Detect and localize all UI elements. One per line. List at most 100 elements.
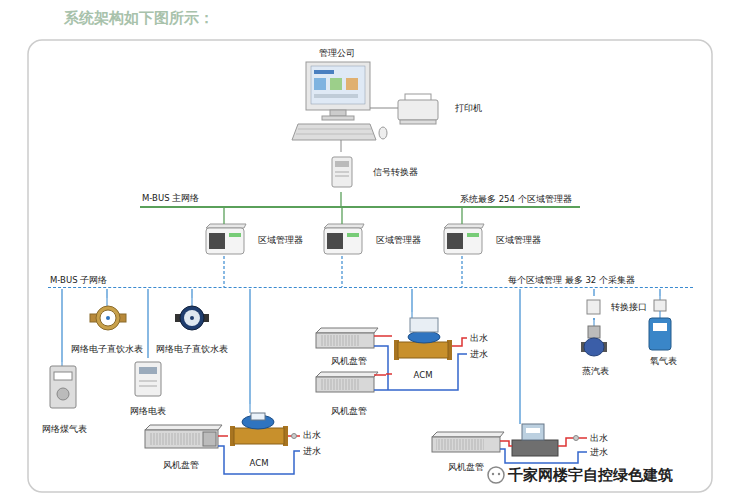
water-meter-icon	[90, 298, 126, 330]
computer-icon	[292, 62, 387, 148]
water-meter-icon	[175, 298, 209, 330]
fan-coil-icon	[436, 439, 484, 450]
pipe	[218, 435, 222, 437]
oxygen-meter-icon	[660, 296, 661, 300]
node-label: ACM	[250, 458, 269, 468]
electric-meter-icon	[139, 367, 157, 374]
fan-coil-icon	[316, 328, 378, 348]
pipe-label: 出水	[590, 433, 608, 443]
pipe	[374, 336, 467, 390]
zone-manager-icon	[327, 233, 343, 249]
node-label: M-BUS 主网络	[142, 193, 199, 203]
printer-icon	[392, 108, 398, 109]
printer-icon	[392, 94, 438, 124]
sub-bus-wire	[106, 289, 107, 298]
node-label: 区域管理器	[258, 235, 303, 245]
zone-manager-icon	[324, 224, 364, 254]
node-label: 网络电子直饮水表	[156, 344, 228, 354]
bus-note: 每个区域管理 最多 32 个采集器	[508, 275, 635, 285]
computer-icon	[370, 108, 382, 109]
fan-coil-icon	[150, 433, 200, 445]
fan-coil: 风机盘管	[312, 324, 386, 366]
computer: 管理公司	[292, 48, 382, 148]
main-bus-wire	[223, 208, 224, 224]
fan-coil: 风机盘管	[428, 428, 504, 472]
pipe	[374, 346, 388, 390]
fan-coil-icon	[316, 372, 378, 377]
interface-icon	[587, 300, 600, 314]
pipe-label: 进水	[590, 447, 608, 457]
gas-meter-icon	[50, 366, 76, 408]
pipe	[452, 338, 467, 346]
gas-meter-icon	[54, 372, 72, 380]
zone-manager-icon	[447, 233, 463, 249]
page-title: 系统架构如下图所示：	[64, 9, 214, 27]
pipe	[292, 434, 297, 439]
sub-bus-wire	[223, 256, 224, 287]
electric-meter: 网络电表	[120, 358, 176, 416]
gas-meter-icon	[57, 388, 69, 400]
wechat-icon	[488, 467, 504, 483]
node-label: 网络电子直饮水表	[71, 344, 143, 354]
computer-icon	[306, 62, 370, 110]
fan-coil-icon	[316, 328, 378, 333]
gas-meter: 网络煤气表	[38, 362, 90, 434]
acm-meter: ACM	[228, 404, 290, 468]
bus-note: 系统最多 254 个区域管理器	[460, 194, 572, 204]
steam-meter-icon	[584, 338, 604, 356]
zone-manager-icon	[324, 228, 362, 254]
sub-bus-wire	[249, 289, 250, 404]
heat-meter-icon	[512, 440, 558, 456]
converter-icon	[332, 157, 352, 187]
steam-meter-icon	[581, 326, 607, 356]
heat-meter-icon	[519, 289, 520, 424]
zone-manager-icon	[209, 233, 225, 249]
acm-meter-icon	[410, 318, 438, 332]
steam-meter-icon	[588, 326, 600, 338]
water-meter-icon	[106, 316, 110, 320]
acm-meter-icon	[408, 331, 440, 343]
zone-manager-icon	[347, 233, 359, 237]
sub-bus-wire	[147, 289, 148, 358]
acm-meter-icon	[398, 342, 448, 358]
electric-meter-icon	[139, 381, 157, 382]
sub-bus: M-BUS 子网络	[48, 287, 693, 289]
pipe-label: 进水	[303, 446, 321, 456]
computer-icon	[346, 78, 358, 90]
fan-coil: 风机盘管	[312, 368, 386, 416]
computer-icon	[314, 70, 334, 74]
fan-coil-icon	[316, 333, 374, 348]
sub-bus-wire	[61, 289, 62, 362]
node-label: 区域管理器	[376, 235, 421, 245]
water-meter-icon	[184, 310, 200, 326]
electric-meter-icon	[135, 362, 161, 396]
pipe-label: 出水	[303, 430, 321, 440]
pipe	[558, 438, 587, 446]
oxygen-meter: 氧气表	[640, 296, 686, 366]
electric-meter-icon	[139, 386, 157, 387]
sub-bus-wire	[191, 289, 192, 298]
pipe	[500, 436, 587, 464]
acm-meter-icon	[412, 312, 413, 318]
water-meter: 网络电子直饮水表	[155, 298, 229, 354]
pipe	[218, 434, 300, 475]
sub-bus-wire	[461, 256, 462, 287]
zone-manager: 区域管理器	[321, 224, 421, 256]
fan-coil-icon	[316, 372, 378, 392]
zone-manager-icon	[467, 233, 479, 237]
heat-meter-icon	[522, 424, 544, 440]
oxygen-meter-icon	[649, 296, 671, 350]
sub-bus-wire	[593, 318, 594, 320]
fan-coil-icon	[432, 437, 500, 452]
node-label: 管理公司	[319, 48, 355, 58]
water-meter-icon	[192, 298, 193, 306]
computer-icon	[311, 66, 365, 104]
heat-meter-icon	[526, 428, 540, 433]
pipe	[374, 354, 467, 390]
pipe-label: 出水	[470, 333, 488, 343]
water-meter-icon	[100, 310, 116, 326]
converter-icon	[335, 176, 349, 177]
sub-bus-wire	[341, 256, 342, 287]
